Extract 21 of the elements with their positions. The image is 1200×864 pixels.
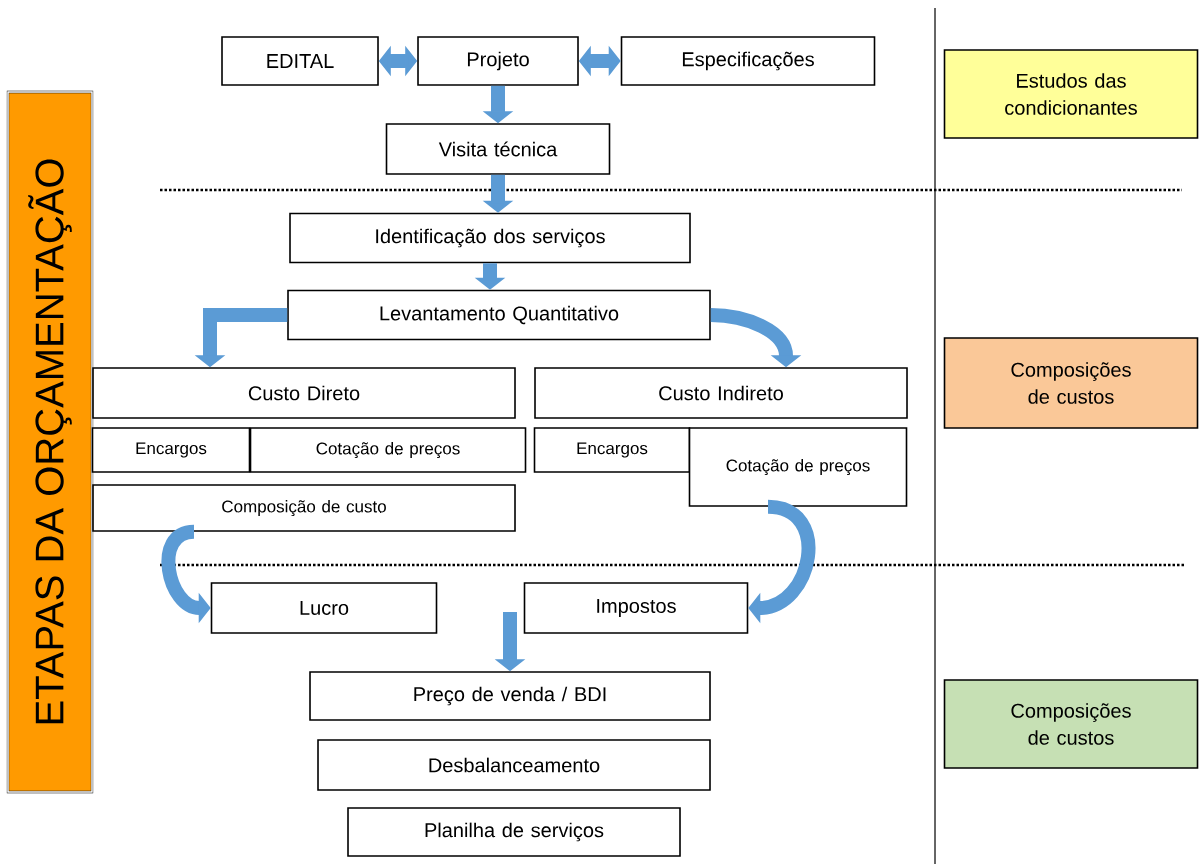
process-box: Encargos [533,427,691,473]
process-box: Impostos [523,582,749,634]
stage-label-box: Estudos das condicionantes [943,49,1199,139]
process-box: Identificação dos serviços [289,212,691,264]
process-box: Visita técnica [385,123,611,175]
vertical-banner: ETAPAS DA ORÇAMENTAÇÃO [6,90,94,794]
process-box: Preço de venda / BDI [309,671,711,721]
process-box: Custo Indireto [534,367,908,419]
process-box: Especificações [620,36,876,86]
process-box: Planilha de serviços [347,807,681,857]
stage-label-box: Composições de custos [943,679,1199,769]
process-box: Composição de custo [92,484,516,532]
process-box: Projeto [417,36,579,86]
process-box: Custo Direto [92,367,516,419]
process-box: Desbalanceamento [317,739,711,791]
process-box: Encargos [91,427,251,473]
stage-label-box: Composições de custos [943,337,1199,429]
process-box: Levantamento Quantitativo [287,289,711,341]
process-box: Cotação de preços [249,427,527,473]
process-box: EDITAL [221,36,379,86]
process-box: Lucro [210,582,438,634]
